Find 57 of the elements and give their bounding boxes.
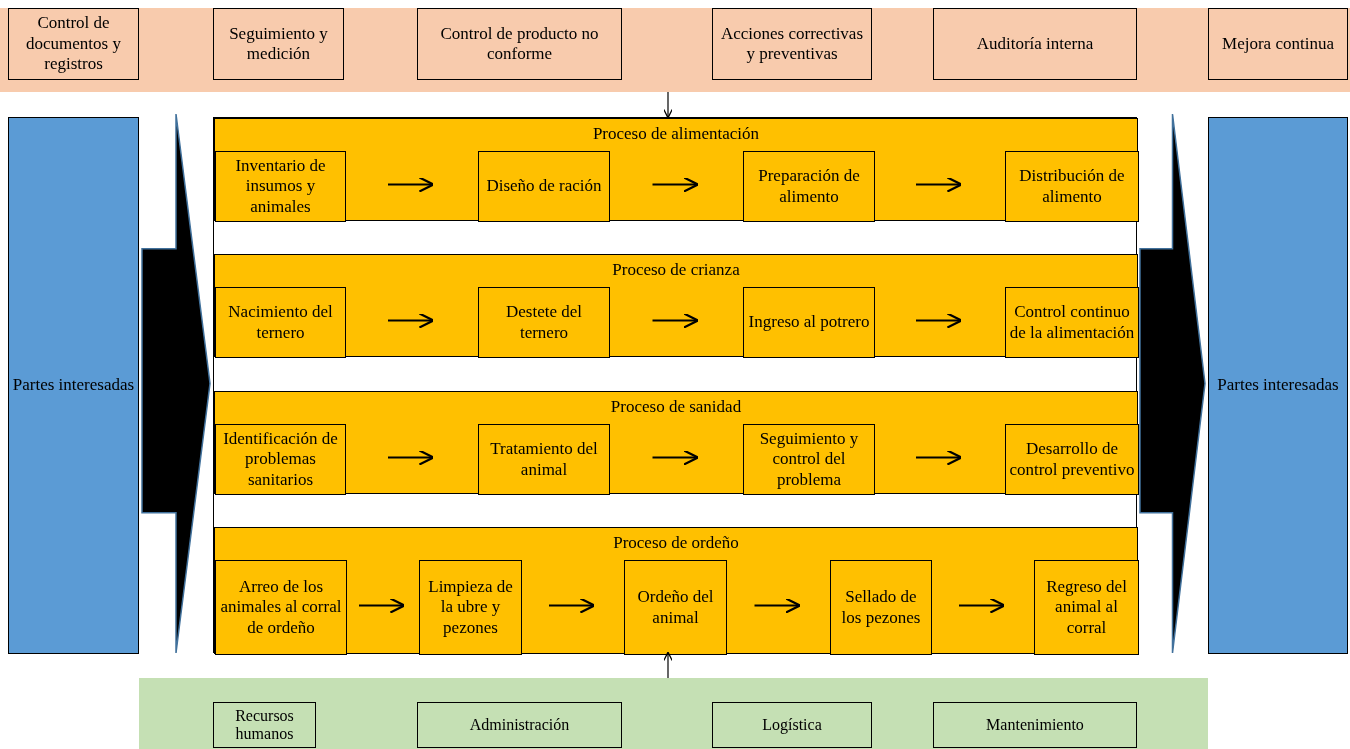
group-heading: Proceso de ordeño: [612, 533, 740, 554]
group-heading: Proceso de sanidad: [609, 397, 743, 418]
text-box: Acciones correctivas y preventivas: [712, 8, 872, 80]
text-box: Control de documentos y registros: [8, 8, 139, 80]
arrow: [753, 597, 801, 614]
arrow: [387, 176, 435, 193]
arrow: [958, 597, 1006, 614]
arrow: [663, 651, 673, 679]
arrow: [387, 449, 435, 466]
process-step-box: Regreso del animal al corral: [1034, 560, 1139, 655]
arrow: [387, 312, 435, 329]
group-heading: Proceso de crianza: [611, 260, 741, 281]
group-heading: Proceso de alimentación: [591, 124, 761, 145]
process-step-box: Desarrollo de control preventivo: [1005, 424, 1139, 495]
text-box: Seguimiento y medición: [213, 8, 344, 80]
arrow: [651, 176, 699, 193]
text-box: Auditoría interna: [933, 8, 1137, 80]
process-step-box: Ingreso al potrero: [743, 287, 875, 358]
process-step-box: Identificación de problemas sanitarios: [215, 424, 346, 495]
process-step-box: Ordeño del animal: [624, 560, 727, 655]
arrow: [915, 449, 963, 466]
band-panel: [139, 678, 1208, 749]
block-arrow: [1139, 113, 1206, 654]
process-group: [214, 254, 1138, 357]
block-arrow: [141, 113, 211, 654]
stakeholder-box: Partes interesadas: [1208, 117, 1348, 654]
process-step-box: Destete del ternero: [478, 287, 610, 358]
process-step-box: Distribución de alimento: [1005, 151, 1139, 222]
process-step-box: Limpieza de la ubre y pezones: [419, 560, 522, 655]
process-step-box: Sellado de los pezones: [830, 560, 932, 655]
arrow: [915, 176, 963, 193]
text-box: Logística: [712, 702, 872, 748]
process-step-box: Seguimiento y control del problema: [743, 424, 875, 495]
process-group: [214, 391, 1138, 494]
text-box: Recursos humanos: [213, 702, 316, 748]
process-step-box: Control continuo de la alimentación: [1005, 287, 1139, 358]
text-box: Mejora continua: [1208, 8, 1348, 80]
process-step-box: Nacimiento del ternero: [215, 287, 346, 358]
process-panel: [213, 117, 1137, 653]
arrow: [915, 312, 963, 329]
arrow: [651, 449, 699, 466]
arrow: [548, 597, 596, 614]
stakeholder-box: Partes interesadas: [8, 117, 139, 654]
process-step-box: Arreo de los animales al corral de ordeño: [215, 560, 347, 655]
text-box: Mantenimiento: [933, 702, 1137, 748]
process-step-box: Tratamiento del animal: [478, 424, 610, 495]
process-step-box: Inventario de insumos y animales: [215, 151, 346, 222]
process-group: [214, 527, 1138, 654]
arrow: [651, 312, 699, 329]
process-group: [214, 118, 1138, 221]
band-panel: [0, 8, 1350, 92]
text-box: Administración: [417, 702, 622, 748]
arrow: [663, 91, 673, 119]
process-step-box: Preparación de alimento: [743, 151, 875, 222]
text-box: Control de producto no conforme: [417, 8, 622, 80]
process-step-box: Diseño de ración: [478, 151, 610, 222]
arrow: [358, 597, 406, 614]
